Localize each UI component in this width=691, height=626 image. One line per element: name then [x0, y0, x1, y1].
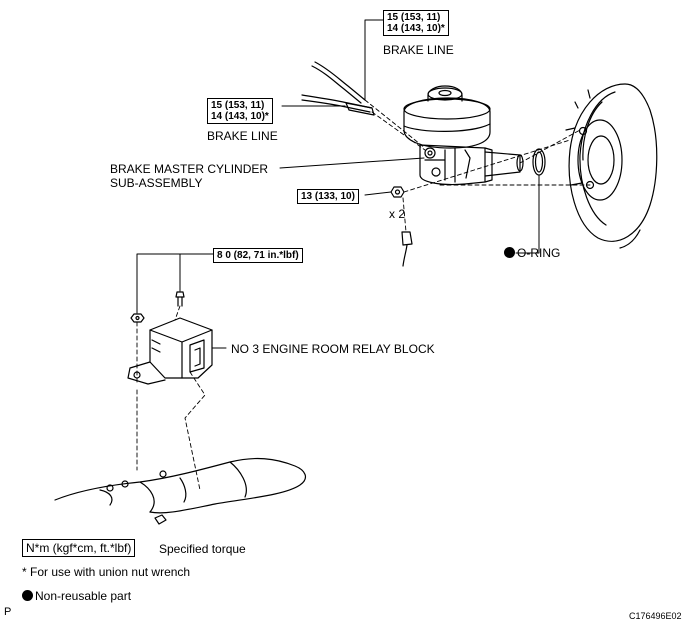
- relay-bolt-part: [175, 291, 185, 307]
- torque-spec-line2: 14 (143, 10)*: [211, 111, 269, 122]
- torque-spec-line2: 14 (143, 10)*: [387, 23, 445, 34]
- figure-code: C176496E02: [629, 611, 682, 621]
- nut-part: [390, 186, 405, 198]
- torque-spec-nut: 13 (133, 10): [297, 189, 359, 204]
- body-panel: [54, 457, 307, 525]
- label-master-cylinder: BRAKE MASTER CYLINDER SUB-ASSEMBLY: [110, 162, 268, 190]
- torque-spec-relay-bolt: 8 0 (82, 71 in.*lbf): [213, 248, 303, 263]
- legend-non-reusable: Non-reusable part: [22, 589, 131, 603]
- label-brake-line-left: BRAKE LINE: [207, 129, 278, 143]
- brake-line-pipes: [301, 61, 375, 116]
- master-cylinder: [403, 85, 524, 186]
- torque-spec-brake-line-left: 15 (153, 11) 14 (143, 10)*: [207, 98, 273, 124]
- page-letter: P: [4, 606, 12, 618]
- label-o-ring: O-RING: [504, 246, 560, 260]
- torque-spec-line1: 13 (133, 10): [301, 191, 355, 202]
- label-master-cylinder-line2: SUB-ASSEMBLY: [110, 176, 203, 190]
- label-master-cylinder-line1: BRAKE MASTER CYLINDER: [110, 162, 269, 176]
- non-reusable-dot-icon: [504, 247, 515, 258]
- torque-spec-brake-line-top: 15 (153, 11) 14 (143, 10)*: [383, 10, 449, 36]
- legend-torque-unit-box: N*m (kgf*cm, ft.*lbf): [22, 539, 136, 557]
- label-o-ring-text: O-RING: [517, 246, 561, 260]
- torque-spec-line1: 15 (153, 11): [387, 12, 441, 23]
- label-brake-line-top: BRAKE LINE: [383, 43, 454, 57]
- label-relay-block: NO 3 ENGINE ROOM RELAY BLOCK: [231, 342, 435, 356]
- torque-spec-line1: 8 0 (82, 71 in.*lbf): [217, 250, 299, 261]
- torque-spec-line1: 15 (153, 11): [211, 100, 265, 111]
- leader-lines: [136, 19, 540, 349]
- legend-torque-desc: Specified torque: [159, 542, 246, 556]
- wire-connector: [401, 231, 413, 267]
- legend-asterisk-note: * For use with union nut wrench: [22, 565, 191, 579]
- brake-booster: [565, 83, 658, 249]
- non-reusable-dot-icon: [22, 590, 33, 601]
- relay-nut-part: [130, 313, 145, 323]
- dashed-alignment-lines: [136, 99, 591, 491]
- label-quantity: x 2: [389, 207, 406, 221]
- legend-non-reusable-text: Non-reusable part: [35, 589, 132, 603]
- relay-block-part: [127, 317, 213, 385]
